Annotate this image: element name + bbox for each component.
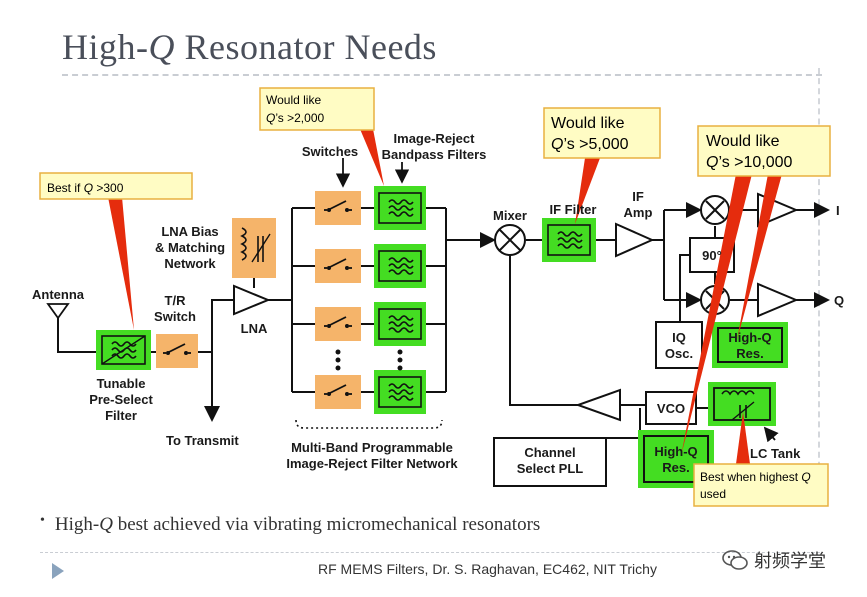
label-tunable-3: Filter bbox=[105, 408, 137, 423]
title-q: Q bbox=[148, 27, 175, 67]
callout-lc-line1: Best when highest Q bbox=[700, 470, 811, 484]
i-mixer bbox=[700, 195, 730, 225]
callout-preselect-text: Best if Q >300 bbox=[47, 181, 124, 195]
tunable-preselect-filter bbox=[96, 330, 151, 370]
label-vco: VCO bbox=[657, 401, 685, 416]
label-mixer: Mixer bbox=[493, 208, 527, 223]
callout-if-line2: Q’s >5,000 bbox=[551, 136, 629, 153]
label-out-q: Q bbox=[834, 293, 844, 308]
callout-lc-line2: used bbox=[700, 487, 726, 501]
label-if-amp-2: Amp bbox=[624, 205, 653, 220]
bullet-point: •High-Q best achieved via vibrating micr… bbox=[40, 513, 541, 535]
label-hiq-res-2: Res. bbox=[736, 346, 763, 361]
vco-buffer-amp bbox=[575, 388, 621, 422]
callout-bandpass: Would like Q’s >2,000 bbox=[259, 87, 384, 186]
tr-switch bbox=[156, 334, 198, 368]
antenna-icon bbox=[46, 303, 70, 320]
lna-bias-network bbox=[232, 218, 276, 278]
footer-text: RF MEMS Filters, Dr. S. Raghavan, EC462,… bbox=[318, 561, 657, 577]
label-iq-osc-2: Osc. bbox=[665, 346, 693, 361]
callout-if-line1: Would like bbox=[551, 115, 625, 132]
label-tr-1: T/R bbox=[165, 293, 187, 308]
label-irbp-2: Bandpass Filters bbox=[382, 147, 487, 162]
slide-title: High-Q Resonator Needs bbox=[62, 26, 437, 68]
q-amplifier bbox=[757, 282, 799, 318]
label-tunable-1: Tunable bbox=[97, 376, 146, 391]
label-tr-2: Switch bbox=[154, 309, 196, 324]
mixer bbox=[494, 224, 526, 256]
callout-bandpass-line2: Q’s >2,000 bbox=[266, 111, 324, 125]
diagram-labels: Antenna Tunable Pre-Select Filter T/R Sw… bbox=[32, 131, 844, 476]
channel-select-pll bbox=[493, 437, 607, 487]
lna-amplifier bbox=[233, 284, 271, 316]
label-to-transmit: To Transmit bbox=[166, 433, 239, 448]
label-lna-bias-2: & Matching bbox=[155, 240, 225, 255]
callout-res-line1: Would like bbox=[706, 133, 780, 150]
high-q-resonator-iq bbox=[712, 322, 788, 368]
label-phase: 90° bbox=[702, 248, 722, 263]
callout-res-line2: Q’s >10,000 bbox=[706, 154, 793, 171]
vco bbox=[645, 391, 697, 425]
watermark: 射频学堂 bbox=[722, 547, 826, 573]
label-hiq2-2: Res. bbox=[662, 460, 689, 475]
label-switches: Switches bbox=[302, 144, 358, 159]
callout-if-filter: Would like Q’s >5,000 bbox=[543, 107, 661, 224]
bullet-suffix: best achieved via vibrating micromechani… bbox=[112, 514, 541, 535]
title-prefix: High- bbox=[62, 27, 149, 67]
lc-tank bbox=[708, 382, 779, 443]
if-amp bbox=[615, 222, 655, 258]
label-pll-2: Select PLL bbox=[517, 461, 584, 476]
label-lna-bias-3: Network bbox=[164, 256, 216, 271]
title-divider bbox=[62, 74, 822, 76]
label-lna: LNA bbox=[241, 321, 268, 336]
label-if-amp-1: IF bbox=[632, 189, 644, 204]
label-lc-tank: LC Tank bbox=[750, 446, 801, 461]
label-hiq-res-1: High-Q bbox=[728, 330, 771, 345]
bullet-q: Q bbox=[99, 514, 113, 535]
label-hiq2-1: High-Q bbox=[654, 444, 697, 459]
slide-marker-icon bbox=[52, 563, 64, 579]
label-multiband-1: Multi-Band Programmable bbox=[291, 440, 453, 455]
footer-divider bbox=[40, 552, 820, 553]
label-tunable-2: Pre-Select bbox=[89, 392, 153, 407]
bullet-prefix: High- bbox=[54, 514, 100, 535]
filter-bank bbox=[295, 158, 443, 429]
label-multiband-2: Image-Reject Filter Network bbox=[286, 456, 458, 471]
callout-bandpass-line1: Would like bbox=[266, 93, 321, 107]
label-iq-osc-1: IQ bbox=[672, 330, 686, 345]
callout-preselect: Best if Q >300 bbox=[39, 172, 193, 330]
label-if-filter: IF Filter bbox=[550, 202, 597, 217]
callout-resonators: Would like Q’s >10,000 bbox=[681, 125, 831, 456]
iq-oscillator bbox=[655, 321, 703, 369]
label-antenna: Antenna bbox=[32, 287, 85, 302]
label-pll-1: Channel bbox=[524, 445, 575, 460]
callout-lc-tank: Best when highest Q used bbox=[693, 412, 829, 507]
label-out-i: I bbox=[836, 203, 840, 218]
label-irbp-1: Image-Reject bbox=[394, 131, 476, 146]
right-divider bbox=[818, 68, 820, 488]
title-suffix: Resonator Needs bbox=[175, 27, 437, 67]
watermark-text: 射频学堂 bbox=[754, 551, 826, 571]
label-lna-bias-1: LNA Bias bbox=[161, 224, 218, 239]
chat-bubbles-icon bbox=[722, 550, 748, 570]
if-filter bbox=[542, 218, 596, 262]
